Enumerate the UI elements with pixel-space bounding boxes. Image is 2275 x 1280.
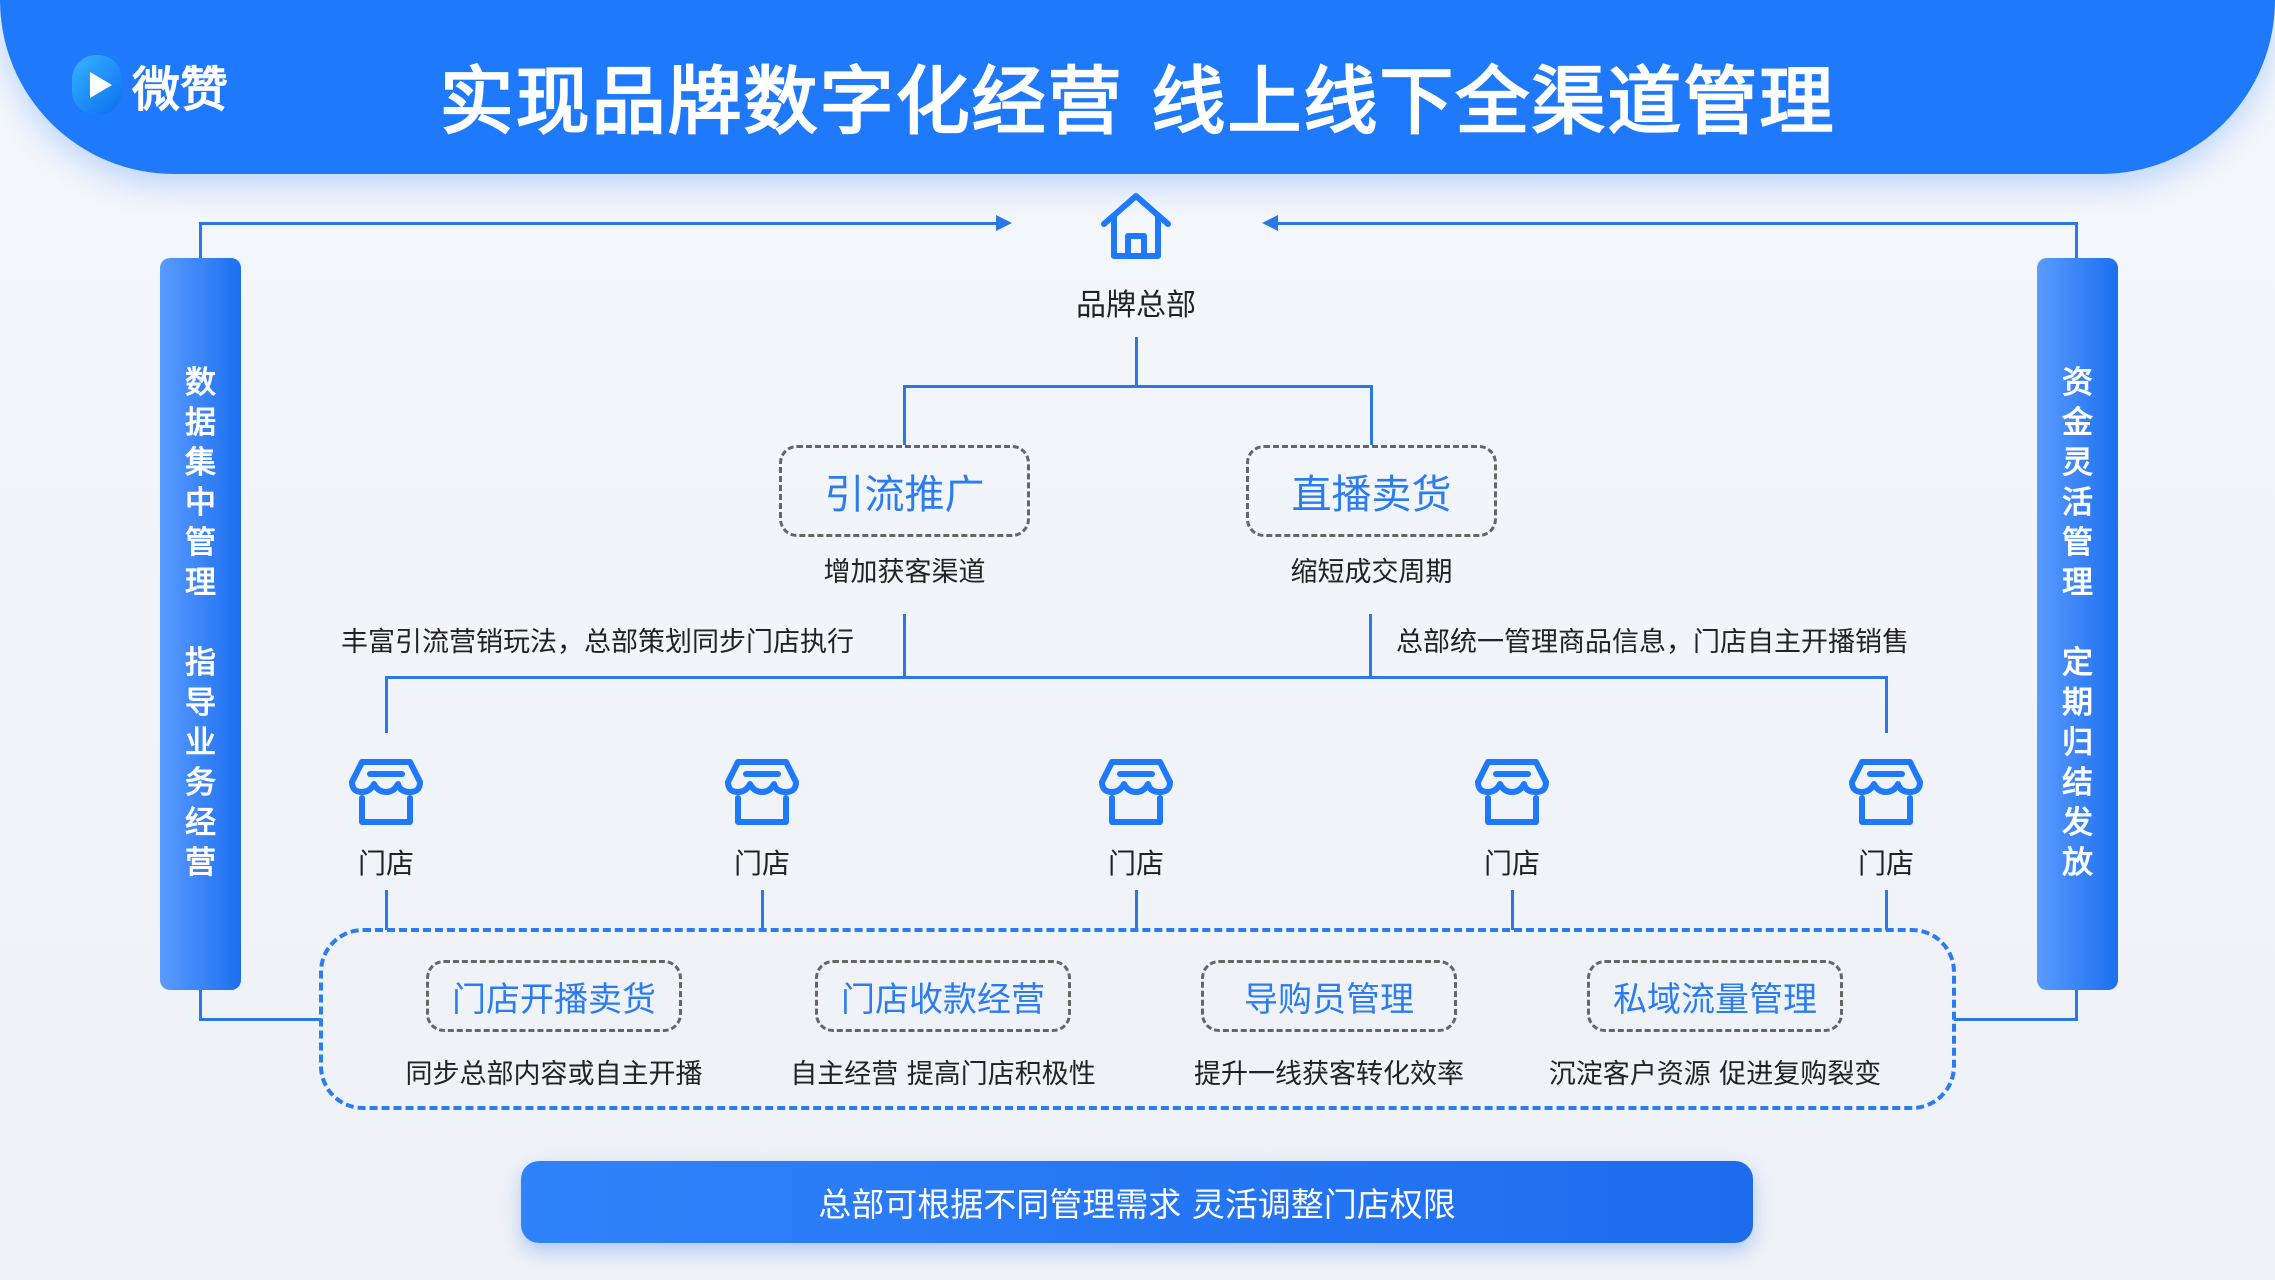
store-icon	[349, 759, 423, 825]
bar-char: 业	[185, 725, 216, 761]
channel-box-traffic: 引流推广	[779, 445, 1030, 537]
connector	[1954, 1018, 2078, 1021]
feature-sub: 自主经营 提高门店积极性	[790, 1059, 1096, 1090]
footer-note: 总部可根据不同管理需求 灵活调整门店权限	[521, 1161, 1753, 1243]
connector	[385, 676, 1888, 679]
bar-char: 金	[2062, 405, 2093, 441]
header-banner	[0, 0, 2275, 174]
channel-desc: 丰富引流营销玩法，总部策划同步门店执行	[341, 627, 854, 658]
feature-box: 导购员管理	[1201, 960, 1457, 1032]
bar-char: 发	[2062, 805, 2093, 841]
connector	[1511, 890, 1514, 930]
bar-char: 数	[185, 365, 216, 401]
right-bar-text-2: 定期归结发放	[2062, 643, 2093, 883]
hq-label: 品牌总部	[1076, 288, 1196, 323]
connector	[1885, 890, 1888, 930]
channel-sub: 缩短成交周期	[1290, 557, 1453, 588]
bar-char: 导	[185, 685, 216, 721]
feature-box: 门店收款经营	[815, 960, 1071, 1032]
bar-char: 资	[2062, 365, 2093, 401]
bar-char: 据	[185, 405, 216, 441]
feature-sub: 同步总部内容或自主开播	[405, 1059, 703, 1090]
connector	[1885, 676, 1888, 733]
connector	[1135, 890, 1138, 930]
bar-char: 活	[2062, 485, 2093, 521]
connector	[199, 222, 202, 258]
bar-char: 放	[2062, 845, 2093, 881]
arrow-right-icon	[996, 215, 1012, 231]
store-icon	[1475, 759, 1549, 825]
arrow-left-icon	[1262, 215, 1278, 231]
bar-char: 管	[185, 525, 216, 561]
feature-sub: 提升一线获客转化效率	[1194, 1059, 1464, 1090]
connector	[1275, 222, 2078, 225]
right-bar-text-1: 资金灵活管理	[2062, 363, 2093, 603]
store-node: 门店	[717, 758, 807, 882]
bar-char: 指	[185, 645, 216, 681]
bar-char: 营	[185, 845, 216, 881]
connector	[2075, 990, 2078, 1020]
page-title: 实现品牌数字化经营 线上线下全渠道管理	[439, 59, 1836, 145]
store-node: 门店	[341, 758, 431, 882]
logo-text: 微赞	[132, 62, 229, 118]
store-node: 门店	[1091, 758, 1181, 882]
connector	[385, 676, 388, 733]
store-label: 门店	[357, 847, 414, 880]
store-node: 门店	[1841, 758, 1931, 882]
channel-box-live: 直播卖货	[1246, 445, 1497, 537]
bar-char: 经	[185, 805, 216, 841]
connector	[1369, 614, 1372, 678]
bar-char: 集	[185, 445, 216, 481]
feature-box: 私域流量管理	[1587, 960, 1843, 1032]
store-label: 门店	[733, 847, 790, 880]
bar-char: 期	[2062, 685, 2093, 721]
left-bar-text-1: 数据集中管理	[185, 363, 216, 603]
store-label: 门店	[1107, 847, 1164, 880]
connector	[199, 1018, 321, 1021]
bar-char: 理	[185, 565, 216, 601]
logo: 微赞	[72, 50, 228, 120]
connector	[1135, 337, 1138, 387]
connector	[903, 385, 906, 445]
store-label: 门店	[1857, 847, 1914, 880]
bar-char: 定	[2062, 645, 2093, 681]
bar-char: 归	[2062, 725, 2093, 761]
left-bar: 数据集中管理指导业务经营	[160, 258, 241, 990]
bar-char: 务	[185, 765, 216, 801]
bar-char: 理	[2062, 565, 2093, 601]
store-icon	[725, 759, 799, 825]
play-logo-icon	[72, 55, 122, 115]
connector	[199, 990, 202, 1020]
bar-char: 管	[2062, 525, 2093, 561]
store-node: 门店	[1467, 758, 1557, 882]
connector	[903, 385, 1373, 388]
left-bar-text-2: 指导业务经营	[185, 643, 216, 883]
house-icon	[1101, 193, 1171, 259]
store-label: 门店	[1483, 847, 1540, 880]
bar-char: 灵	[2062, 445, 2093, 481]
store-features-group	[319, 928, 1956, 1110]
connector	[385, 890, 388, 930]
connector	[761, 890, 764, 930]
channel-sub: 增加获客渠道	[823, 557, 986, 588]
connector	[903, 614, 906, 678]
connector	[2075, 222, 2078, 258]
feature-box: 门店开播卖货	[426, 960, 682, 1032]
connector	[1370, 385, 1373, 445]
feature-sub: 沉淀客户资源 促进复购裂变	[1548, 1059, 1882, 1090]
right-bar: 资金灵活管理定期归结发放	[2037, 258, 2118, 990]
bar-char: 结	[2062, 765, 2093, 801]
store-icon	[1849, 759, 1923, 825]
bar-char: 中	[185, 485, 216, 521]
channel-desc: 总部统一管理商品信息，门店自主开播销售	[1396, 627, 1909, 658]
store-icon	[1099, 759, 1173, 825]
connector	[199, 222, 999, 225]
